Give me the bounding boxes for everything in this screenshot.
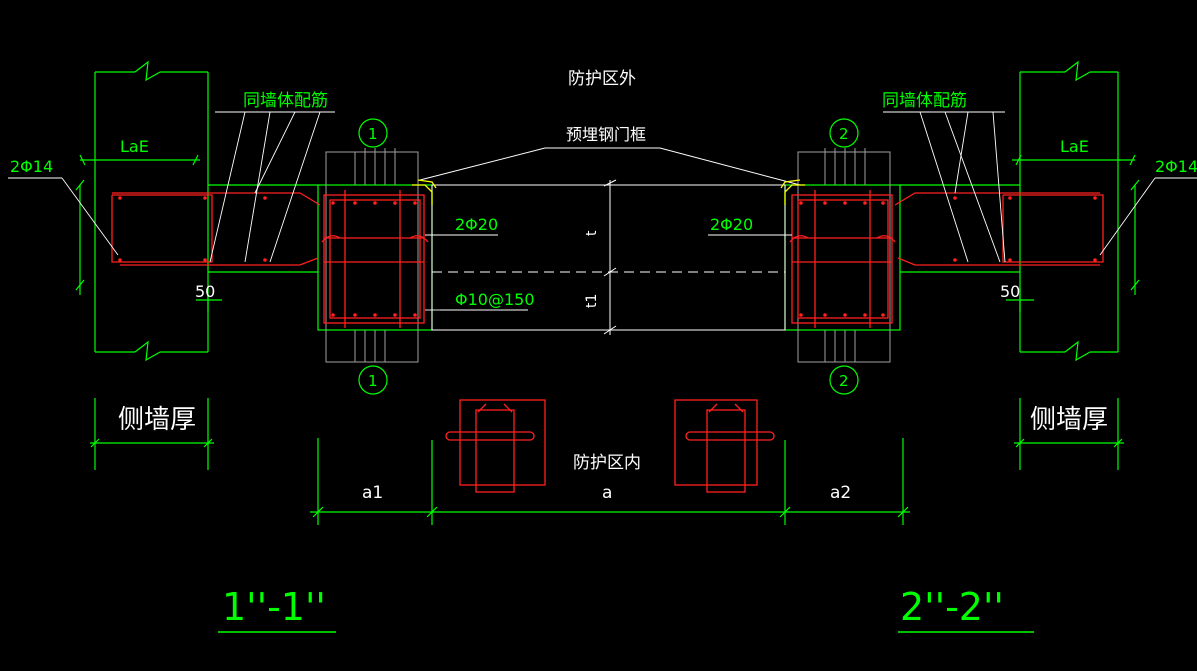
section-title-right: 2''-2'' — [900, 585, 1004, 629]
label-embedded-frame: 预埋钢门框 — [566, 125, 646, 144]
marker-circle-1-bottom — [358, 365, 388, 395]
pier-sections-grey — [325, 148, 891, 363]
marker-2-top: 2 — [839, 125, 849, 143]
section-markers — [358, 118, 859, 395]
label-dim-a: a — [602, 483, 612, 503]
label-side-wall-left: 侧墙厚 — [118, 405, 196, 435]
bottom-dimensions — [310, 438, 910, 525]
marker-circle-2-top — [829, 118, 859, 148]
label-side-wall-right: 侧墙厚 — [1030, 405, 1108, 435]
label-dim-t: t — [584, 230, 600, 236]
label-50-right: 50 — [1000, 282, 1020, 301]
label-2phi20-left: 2Φ20 — [455, 215, 498, 234]
rebar-right — [789, 190, 1104, 328]
label-same-wall-rebar-right: 同墙体配筋 — [882, 91, 967, 111]
label-dim-a2: a2 — [830, 483, 851, 503]
label-dim-a1: a1 — [362, 483, 383, 503]
rebar-left — [111, 190, 429, 328]
label-lae-left: LaE — [120, 137, 149, 156]
label-outside-zone: 防护区外 — [568, 69, 636, 89]
marker-1-bottom: 1 — [368, 372, 378, 390]
label-lae-right: LaE — [1060, 137, 1089, 156]
door-opening — [419, 147, 801, 335]
label-dim-t1: t1 — [584, 294, 600, 308]
embedded-steel-frame — [412, 179, 805, 205]
label-2phi14-left: 2Φ14 — [10, 157, 53, 176]
right-side-wall — [784, 60, 1140, 470]
marker-circle-2-bottom — [829, 365, 859, 395]
marker-1-top: 1 — [368, 125, 378, 143]
marker-circle-1-top — [358, 118, 388, 148]
stirrup-detail-left — [445, 399, 546, 493]
section-title-left: 1''-1'' — [222, 585, 326, 629]
label-same-wall-rebar-left: 同墙体配筋 — [243, 91, 328, 111]
label-2phi20-right: 2Φ20 — [710, 215, 753, 234]
label-inside-zone: 防护区内 — [573, 453, 641, 473]
label-2phi14-right: 2Φ14 — [1155, 157, 1197, 176]
marker-2-bottom: 2 — [839, 372, 849, 390]
annotation-leaders — [8, 111, 1197, 311]
label-stirrup: Φ10@150 — [455, 290, 535, 309]
label-50-left: 50 — [195, 282, 215, 301]
rebar-dots — [118, 196, 1097, 317]
stirrup-detail-right — [674, 399, 775, 493]
